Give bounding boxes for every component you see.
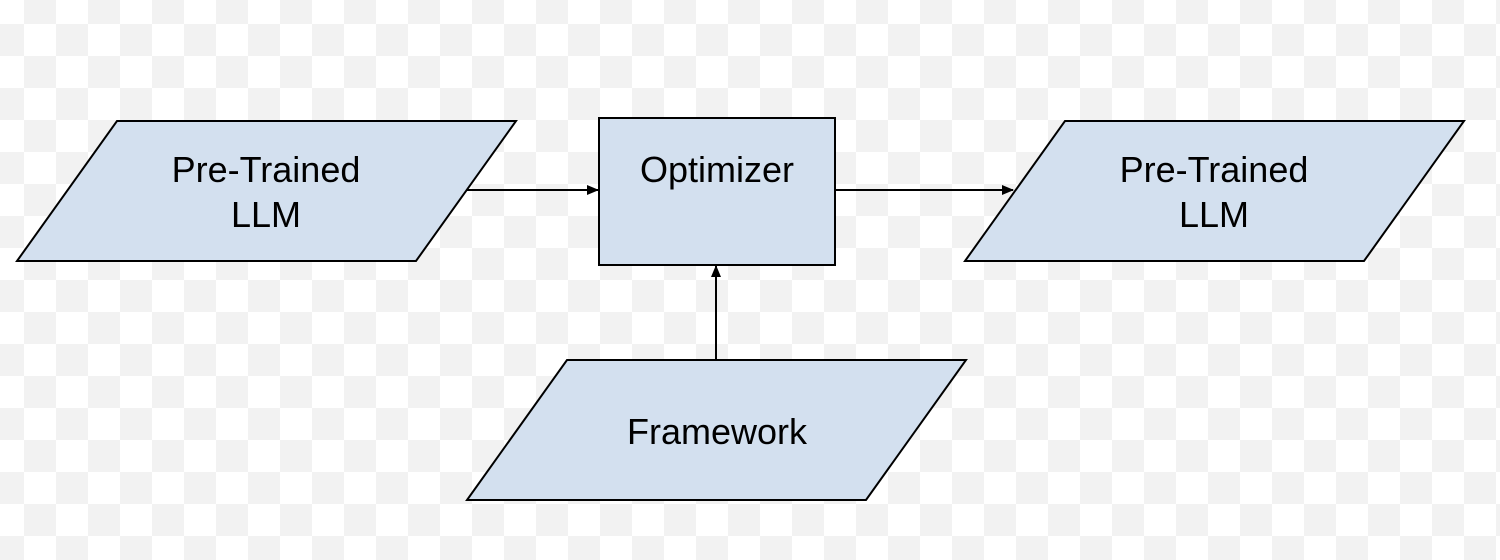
optimizer-label: Optimizer — [640, 149, 794, 190]
input-llm-label-line2: LLM — [231, 194, 301, 235]
input-llm-shape — [15, 120, 518, 262]
output-llm-label-line1: Pre-Trained — [1120, 149, 1309, 190]
node-output-llm[interactable]: Pre-Trained LLM — [963, 120, 1466, 262]
node-input-llm[interactable]: Pre-Trained LLM — [15, 120, 518, 262]
node-framework[interactable]: Framework — [465, 359, 968, 501]
input-llm-label-line1: Pre-Trained — [172, 149, 361, 190]
node-optimizer[interactable]: Optimizer — [598, 117, 836, 266]
output-llm-label-line2: LLM — [1179, 194, 1249, 235]
optimizer-shape — [598, 117, 836, 266]
output-llm-shape — [963, 120, 1466, 262]
framework-shape — [465, 359, 968, 501]
framework-label: Framework — [627, 411, 808, 452]
